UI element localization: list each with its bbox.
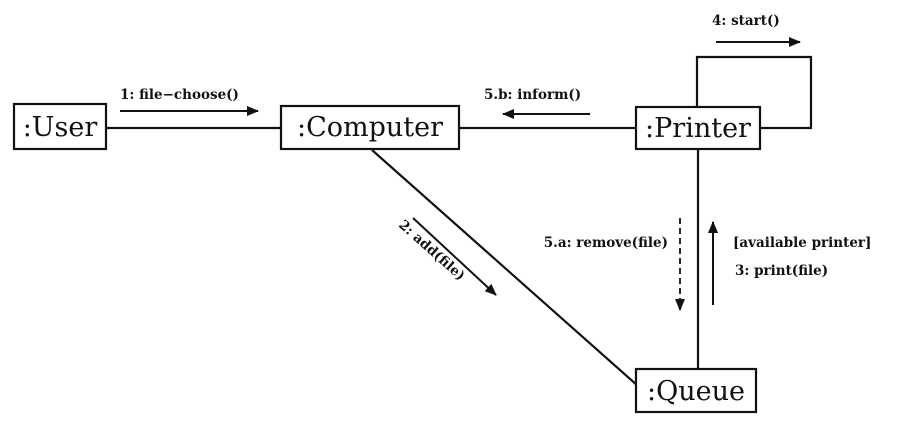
object-user[interactable]: :User: [12, 102, 108, 151]
object-queue-label: :Queue: [647, 376, 745, 407]
object-queue[interactable]: :Queue: [634, 367, 758, 414]
message-print-guard: [available printer]: [733, 235, 871, 251]
object-user-label: :User: [23, 112, 98, 143]
object-computer[interactable]: :Computer: [279, 104, 461, 151]
arrow-add-file: [412, 217, 497, 296]
message-file-choose: 1: file−choose(): [120, 87, 239, 103]
object-printer[interactable]: :Printer: [634, 105, 762, 151]
message-start: 4: start(): [712, 13, 780, 29]
message-print-file: 3: print(file): [735, 263, 828, 279]
message-inform: 5.b: inform(): [484, 87, 581, 103]
object-printer-label: :Printer: [645, 113, 751, 144]
object-queue-box: [634, 367, 758, 414]
link-computer-queue: [371, 149, 639, 387]
object-user-box: [12, 102, 108, 151]
object-printer-box: [634, 105, 762, 151]
object-computer-label: :Computer: [297, 112, 443, 143]
links: [106, 55, 813, 387]
message-remove-file: 5.a: remove(file): [544, 235, 668, 251]
object-computer-box: [279, 104, 461, 151]
message-add-file: 2: add(file): [395, 217, 468, 284]
link-printer-self: [695, 55, 813, 130]
